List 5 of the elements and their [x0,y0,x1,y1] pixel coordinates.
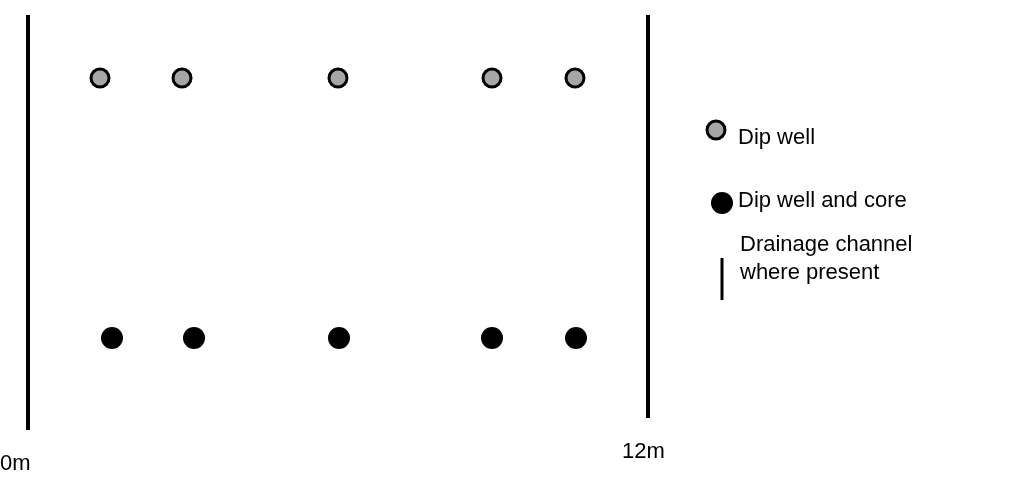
legend-label: Dip well [738,123,817,151]
distance-label: 12m [622,440,665,462]
distance-label: 0m [0,452,31,474]
legend-label: Drainage channel where present [740,230,914,286]
legend-label: Dip well and core [738,186,908,214]
